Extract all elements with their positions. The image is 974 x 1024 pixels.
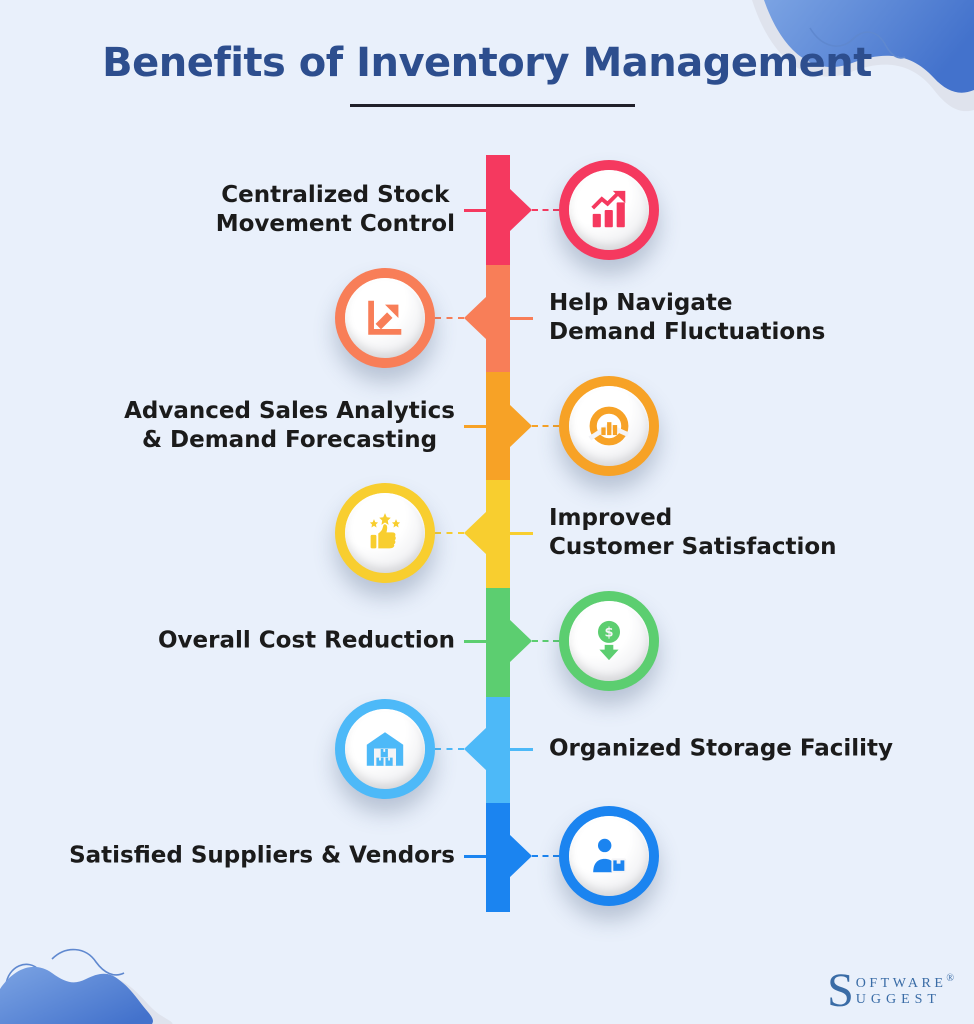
wave-blue-shape — [0, 966, 153, 1024]
connector-dashed-line — [435, 748, 464, 750]
decorative-wave-bottom-left — [0, 948, 173, 1024]
logo-letter-s: S — [827, 963, 854, 1017]
timeline-segment — [486, 480, 510, 588]
timeline-segment — [486, 372, 510, 480]
supplier-box-icon — [593, 838, 627, 873]
item-label: Satisfied Suppliers & Vendors — [69, 842, 455, 869]
logo-word-top-text: OFTWARE — [855, 975, 947, 991]
dollar-down-icon: $ — [597, 620, 621, 661]
title-underline — [350, 104, 635, 107]
logo-wordmark: OFTWARE® UGGEST — [856, 973, 954, 1010]
item-badge-inner — [345, 709, 425, 789]
trend-arrow-icon — [368, 300, 402, 335]
item-label: Overall Cost Reduction — [158, 627, 455, 654]
connector-dashed-line — [532, 209, 559, 211]
timeline-segment — [486, 697, 510, 803]
registered-mark: ® — [946, 972, 954, 984]
wave-outline-line — [51, 948, 125, 976]
logo-word-top: OFTWARE® — [856, 973, 954, 993]
bar-chart-growth-icon — [591, 190, 626, 228]
arrow-marker-icon — [464, 296, 487, 340]
connector-line — [464, 855, 487, 858]
item-badge-inner — [345, 493, 425, 573]
item-badge — [559, 160, 659, 260]
item-badge: $ — [559, 591, 659, 691]
decorative-wave-top-right — [752, 0, 974, 112]
connector-line — [464, 209, 487, 212]
item-label: Organized Storage Facility — [549, 735, 894, 762]
timeline-segment — [486, 265, 510, 372]
item-label: Improved Customer Satisfaction — [549, 504, 837, 560]
connector-dashed-line — [532, 640, 559, 642]
item-badge — [335, 483, 435, 583]
item-badge — [335, 699, 435, 799]
arrow-marker-icon — [509, 404, 532, 448]
connector-dashed-line — [532, 425, 559, 427]
item-badge-inner — [345, 278, 425, 358]
item-badge-inner — [569, 816, 649, 896]
item-label: Centralized Stock Movement Control — [215, 181, 455, 237]
connector-line — [510, 532, 533, 535]
arrow-marker-icon — [509, 619, 532, 663]
wave-outline-line — [809, 27, 906, 59]
item-badge-inner — [569, 170, 649, 250]
software-suggest-logo: S OFTWARE® UGGEST — [827, 963, 954, 1017]
logo-word-bottom: UGGEST — [855, 992, 941, 1008]
arrow-marker-icon — [464, 727, 487, 771]
connector-dashed-line — [532, 855, 559, 857]
warehouse-icon — [366, 732, 404, 766]
wave-blue-shape — [764, 0, 974, 93]
arrow-marker-icon — [464, 511, 487, 555]
item-badge — [559, 806, 659, 906]
pie-chart-analytics-icon — [588, 406, 630, 446]
arrow-marker-icon — [509, 834, 532, 878]
item-badge-inner: $ — [569, 601, 649, 681]
timeline-segment — [486, 588, 510, 697]
connector-line — [510, 748, 533, 751]
item-label: Help Navigate Demand Fluctuations — [549, 289, 826, 345]
connector-line — [464, 640, 487, 643]
item-label: Advanced Sales Analytics & Demand Foreca… — [124, 397, 455, 453]
arrow-marker-icon — [509, 188, 532, 232]
timeline-segment — [486, 155, 510, 265]
item-badge — [559, 376, 659, 476]
connector-line — [510, 317, 533, 320]
connector-line — [464, 425, 487, 428]
page-title: Benefits of Inventory Management — [102, 40, 872, 86]
thumbs-up-stars-icon — [369, 513, 401, 549]
connector-dashed-line — [435, 532, 464, 534]
item-badge-inner — [569, 386, 649, 466]
item-badge — [335, 268, 435, 368]
timeline-segment — [486, 803, 510, 912]
connector-dashed-line — [435, 317, 464, 319]
svg-text:$: $ — [605, 626, 614, 641]
